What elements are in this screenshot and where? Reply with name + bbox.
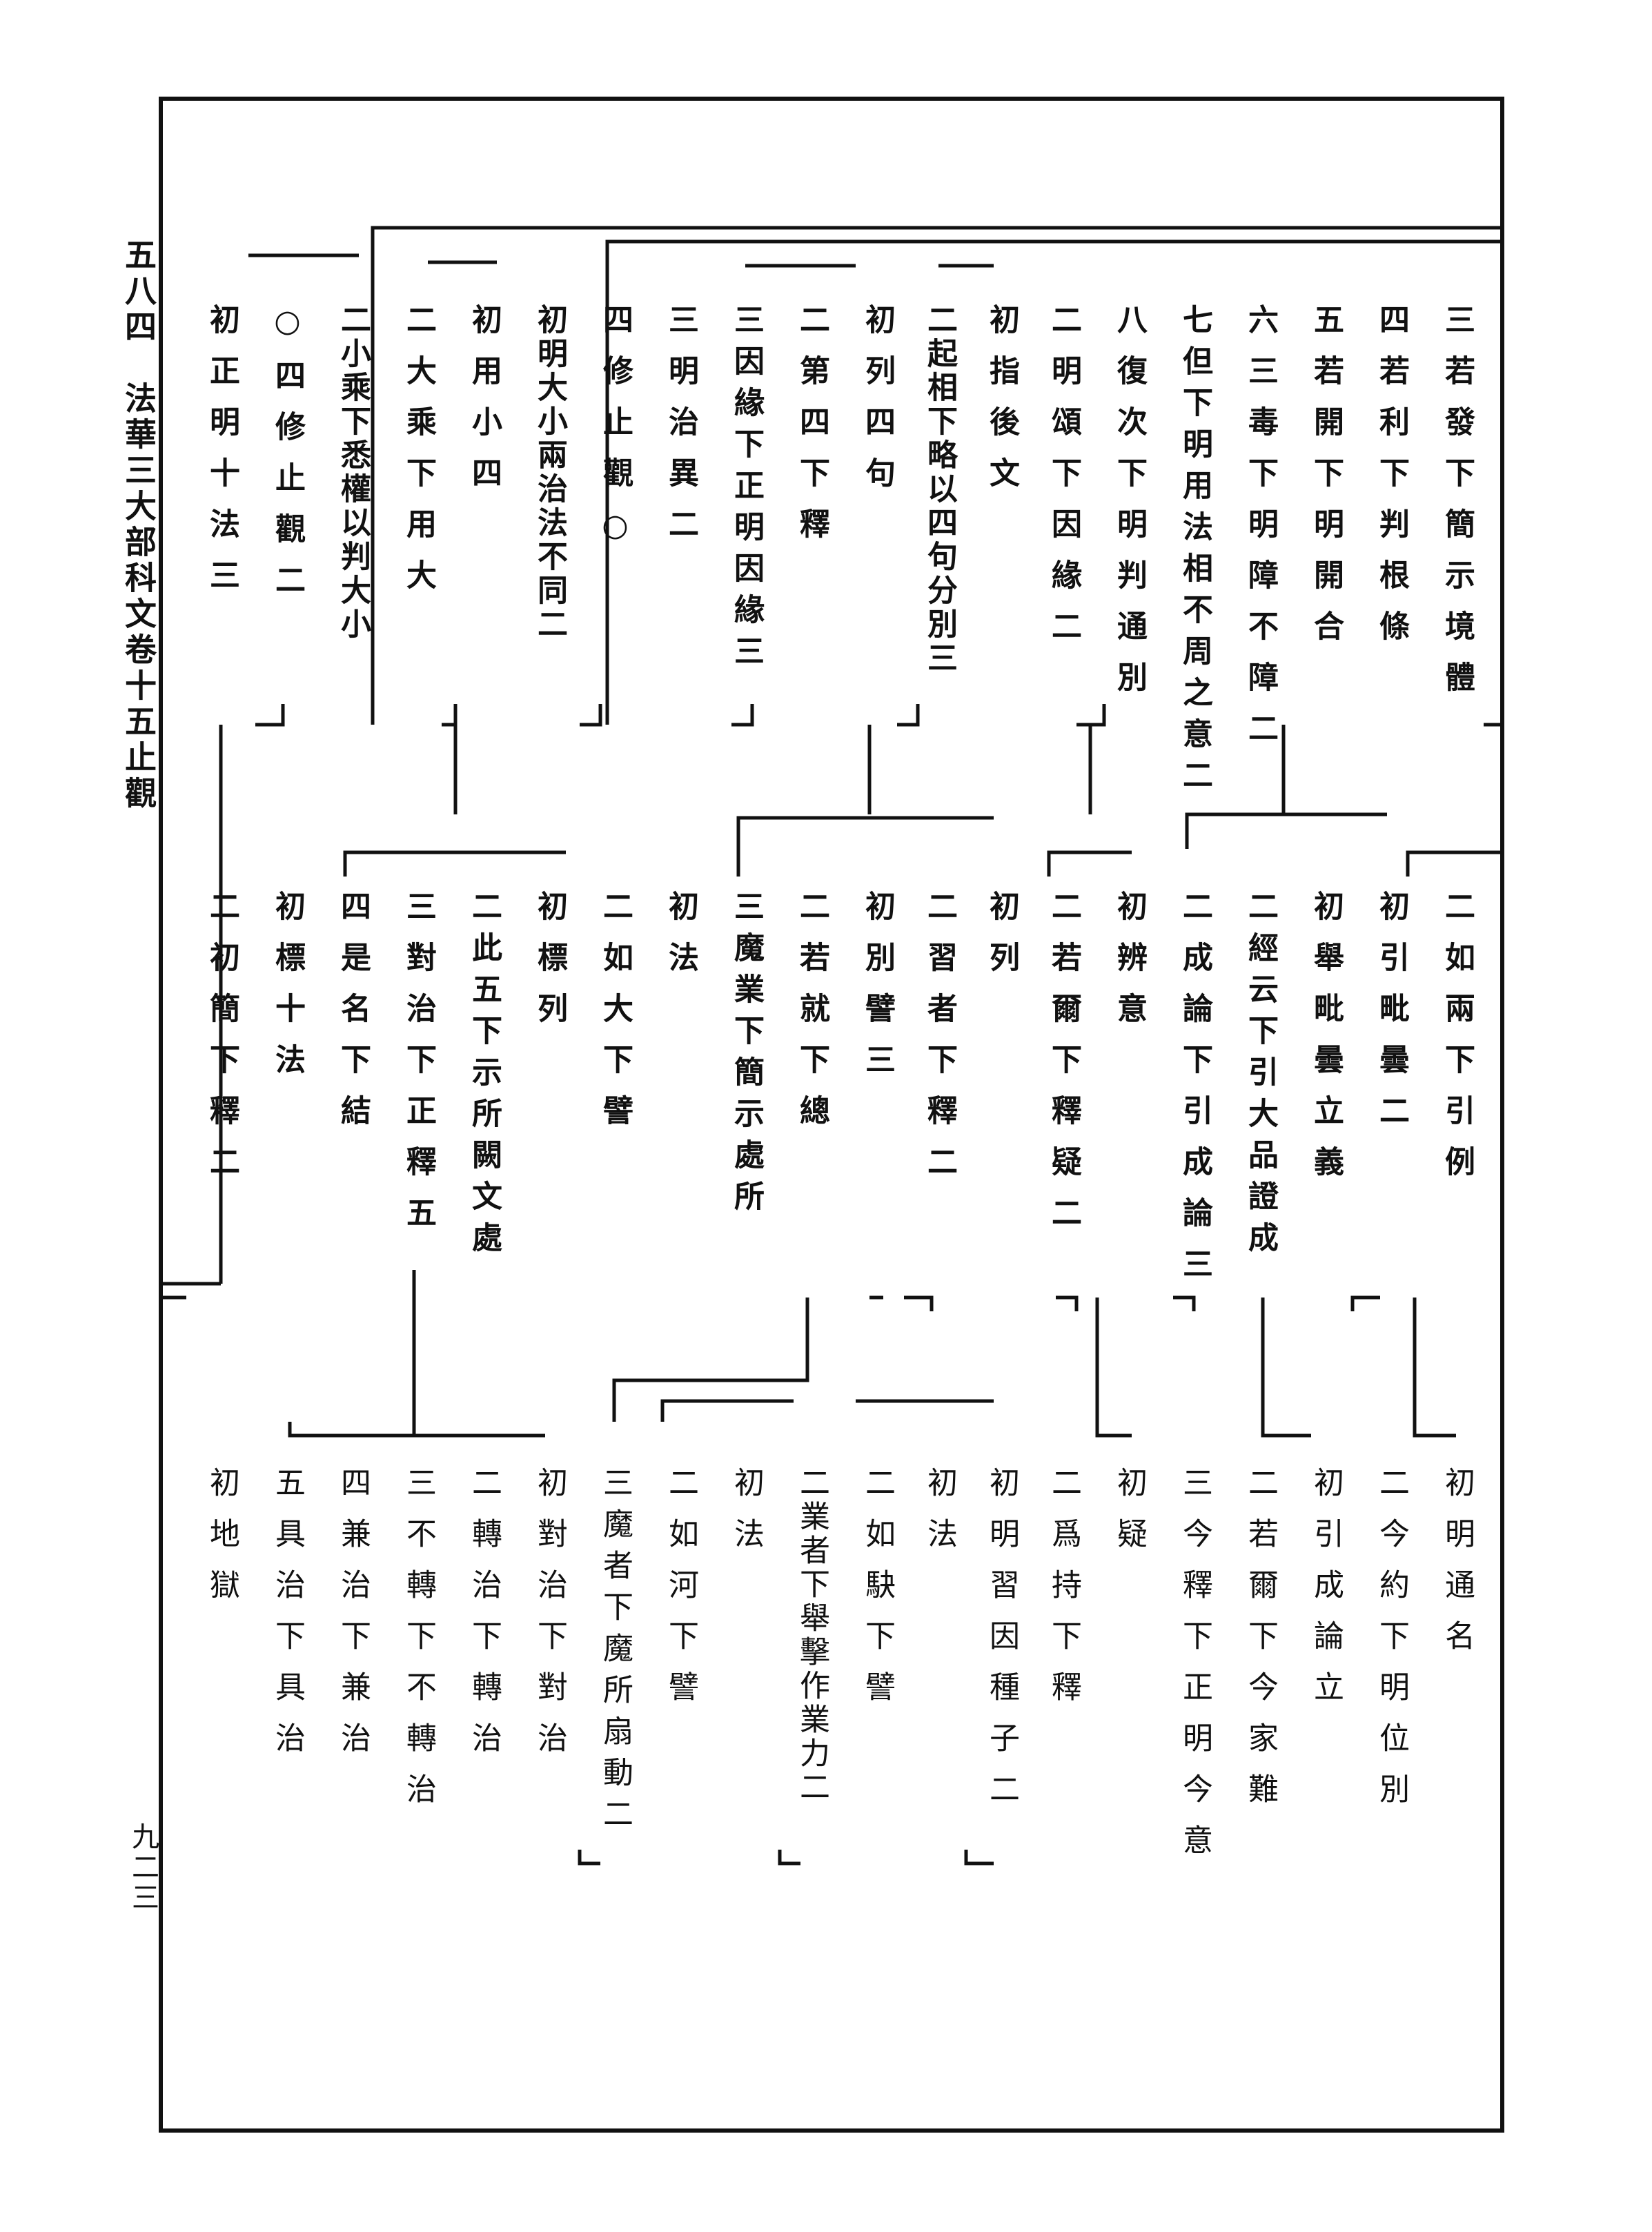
entry-r1-6: 八復次下明判通別 — [1112, 304, 1147, 712]
entry-r2-4: 二經云下引大品證成 — [1243, 890, 1278, 1263]
entry-r2-18: 四是名下結 — [335, 890, 371, 1146]
margin-title: 五八四 法華三大部科文卷十五止觀 — [120, 238, 157, 812]
entry-r2-19: 初標十法 — [270, 890, 305, 1095]
entry-r2-16: 二此五下示所闕文處 — [466, 890, 502, 1263]
entry-r1-11: 二第四下釋 — [794, 304, 829, 559]
entry-r1-15: 初明大小兩治法不同二 — [532, 304, 567, 642]
entry-r2-9: 二習者下釋二 — [922, 890, 957, 1197]
entry-r1-9: 二起相下略以四句分別三 — [922, 304, 957, 676]
page-number: 九二三 — [127, 1822, 159, 1913]
entry-r1-8: 初指後文 — [984, 304, 1019, 508]
entry-r1-1: 三若發下簡示境體 — [1439, 304, 1475, 712]
entry-r2-11: 二若就下總 — [794, 890, 829, 1146]
entry-r1-17: 二大乘下用大 — [401, 304, 436, 610]
entry-r3-15: 初對治下對治 — [532, 1467, 567, 1773]
entry-r2-13: 初法 — [663, 890, 698, 992]
entry-r3-20: 初地獄 — [204, 1467, 239, 1620]
entry-r3-8: 初明習因種子二 — [984, 1467, 1019, 1824]
entry-r3-13: 二如河下譬 — [663, 1467, 698, 1722]
entry-r3-1: 初明通名 — [1439, 1467, 1475, 1671]
entry-r2-2: 初引毗曇二 — [1374, 890, 1409, 1146]
entry-r3-3: 初引成論立 — [1308, 1467, 1344, 1722]
entry-r2-10: 初別譬三 — [860, 890, 895, 1095]
entry-r1-2: 四若利下判根條 — [1374, 304, 1409, 661]
entry-r2-15: 初標列 — [532, 890, 567, 1044]
entry-r1-13: 三明治異二 — [663, 304, 698, 559]
entry-r2-20: 二初簡下釋二 — [204, 890, 239, 1197]
entry-r3-12: 初法 — [729, 1467, 764, 1569]
entry-r2-8: 初列 — [984, 890, 1019, 992]
entry-r1-3: 五若開下明開合 — [1308, 304, 1344, 661]
entry-r1-10: 初列四句 — [860, 304, 895, 508]
entry-r2-1: 二如兩下引例 — [1439, 890, 1475, 1197]
entry-r3-14: 三魔者下魔所扇動二 — [598, 1467, 633, 1839]
entry-r3-2: 二今約下明位別 — [1374, 1467, 1409, 1824]
entry-r3-9: 初法 — [922, 1467, 957, 1569]
entry-r3-18: 四兼治下兼治 — [335, 1467, 371, 1773]
page-frame — [159, 97, 1504, 2133]
entry-r2-6: 初辨意 — [1112, 890, 1147, 1044]
entry-r3-4: 二若爾下今家難 — [1243, 1467, 1278, 1824]
entry-r2-17: 三對治下正釋五 — [401, 890, 436, 1248]
entry-r1-14: 四修止觀○ — [598, 304, 633, 564]
entry-r3-11: 二業者下舉擊作業力二 — [794, 1467, 829, 1805]
entry-r3-10: 二如駃下譬 — [860, 1467, 895, 1722]
entry-r1-18: 二小乘下悉權以判大小 — [335, 304, 371, 642]
entry-r2-5: 二成論下引成論三 — [1177, 890, 1212, 1299]
entry-r2-3: 初舉毗曇立義 — [1308, 890, 1344, 1197]
entry-r1-4: 六三毒下明障不障二 — [1243, 304, 1278, 763]
entry-r3-6: 初疑 — [1112, 1467, 1147, 1569]
entry-r3-5: 三今釋下正明今意 — [1177, 1467, 1212, 1875]
entry-r2-7: 二若爾下釋疑二 — [1046, 890, 1081, 1248]
entry-r1-16: 初用小四 — [466, 304, 502, 508]
entry-r2-14: 二如大下譬 — [598, 890, 633, 1146]
entry-r3-7: 二爲持下釋 — [1046, 1467, 1081, 1722]
entry-r1-19: ○四修止觀二 — [270, 304, 305, 615]
entry-r3-19: 五具治下具治 — [270, 1467, 305, 1773]
entry-r1-7: 二明頌下因緣二 — [1046, 304, 1081, 661]
entry-r1-20: 初正明十法三 — [204, 304, 239, 610]
entry-r3-17: 三不轉下不轉治 — [401, 1467, 436, 1824]
entry-r2-12: 三魔業下簡示處所 — [729, 890, 764, 1222]
entry-r3-16: 二轉治下轉治 — [466, 1467, 502, 1773]
entry-r1-12: 三因緣下正明因緣三 — [729, 304, 764, 676]
entry-r1-5: 七但下明用法相不周之意二 — [1177, 304, 1212, 801]
